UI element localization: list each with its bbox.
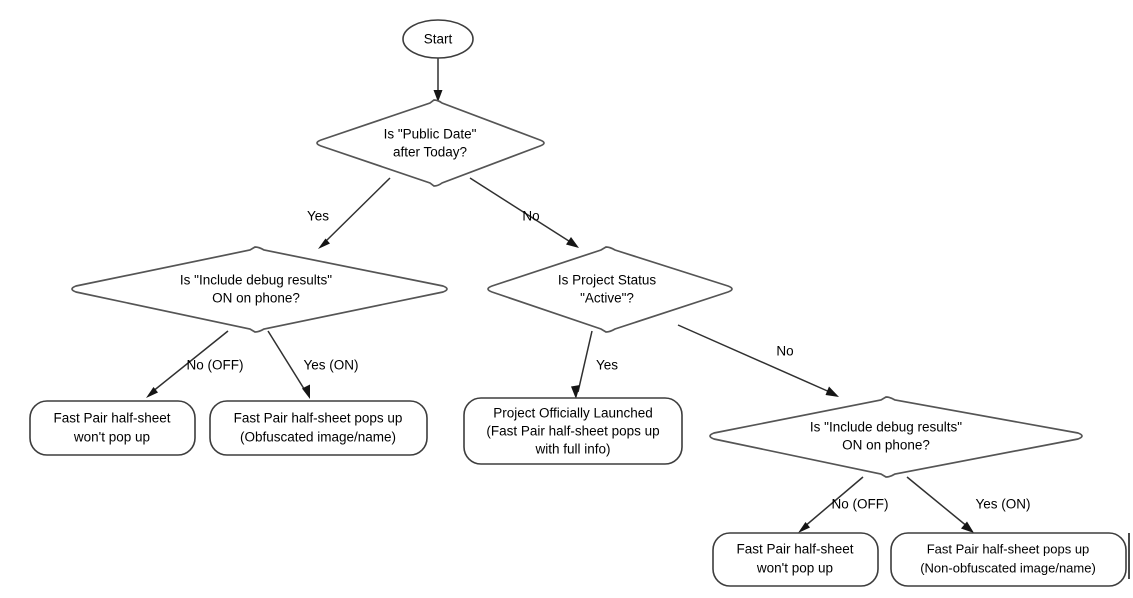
node-public-date-line-0: Is "Public Date": [384, 127, 477, 142]
node-obfuscated-popup[interactable]: Fast Pair half-sheet pops up (Obfuscated…: [209, 400, 428, 456]
edge-label-debug-right-no: No (OFF): [832, 497, 889, 512]
node-project-launched[interactable]: Project Officially Launched (Fast Pair h…: [463, 397, 683, 465]
node-start[interactable]: Start: [402, 19, 474, 59]
node-project-status-decision[interactable]: Is Project Status "Active"?: [487, 246, 733, 333]
node-non-obfuscated-line-1: (Non-obfuscated image/name): [920, 560, 1096, 575]
node-launched-line-2: with full info): [534, 442, 610, 457]
node-non-obfuscated-popup[interactable]: Fast Pair half-sheet pops up (Non-obfusc…: [890, 532, 1127, 587]
node-public-date-line-1: after Today?: [393, 145, 467, 160]
node-obfuscated-line-1: (Obfuscated image/name): [240, 430, 396, 445]
node-no-popup-left-line-0: Fast Pair half-sheet: [53, 411, 170, 426]
edge-debug-left-yes: Yes (ON): [267, 330, 359, 399]
node-debug-right-line-1: ON on phone?: [842, 438, 930, 453]
node-obfuscated-line-0: Fast Pair half-sheet pops up: [234, 411, 403, 426]
edge-label-debug-right-yes: Yes (ON): [975, 497, 1030, 512]
edge-public-date-no: No: [469, 177, 579, 248]
node-public-date-decision[interactable]: Is "Public Date" after Today?: [316, 99, 545, 187]
edge-project-status-yes: Yes: [571, 330, 618, 399]
node-debug-left-line-0: Is "Include debug results": [180, 273, 332, 288]
edge-debug-right-no: No (OFF): [798, 476, 889, 533]
node-launched-line-0: Project Officially Launched: [493, 406, 653, 421]
edge-label-public-date-yes: Yes: [307, 209, 329, 224]
node-debug-results-right-decision[interactable]: Is "Include debug results" ON on phone?: [709, 396, 1083, 478]
node-no-popup-left-line-1: won't pop up: [73, 430, 150, 445]
edge-public-date-yes: Yes: [307, 177, 391, 249]
node-no-popup-right[interactable]: Fast Pair half-sheet won't pop up: [712, 532, 879, 587]
node-launched-line-1: (Fast Pair half-sheet pops up: [486, 424, 659, 439]
node-start-line-0: Start: [424, 32, 453, 47]
node-project-status-line-0: Is Project Status: [558, 273, 657, 288]
edge-artifact-mark: [1128, 533, 1130, 579]
node-no-popup-right-line-0: Fast Pair half-sheet: [736, 542, 853, 557]
edge-label-project-status-no: No: [776, 344, 793, 359]
node-non-obfuscated-line-0: Fast Pair half-sheet pops up: [927, 541, 1090, 556]
node-no-popup-left[interactable]: Fast Pair half-sheet won't pop up: [29, 400, 196, 456]
edge-debug-right-yes: Yes (ON): [906, 476, 1031, 533]
edge-debug-left-no: No (OFF): [146, 330, 244, 398]
node-debug-results-left-decision[interactable]: Is "Include debug results" ON on phone?: [71, 246, 448, 333]
edge-project-status-no: No: [677, 324, 839, 397]
edge-label-public-date-no: No: [522, 209, 539, 224]
node-debug-right-line-0: Is "Include debug results": [810, 420, 962, 435]
node-no-popup-right-line-1: won't pop up: [756, 561, 833, 576]
edge-label-project-status-yes: Yes: [596, 358, 618, 373]
edge-start-to-public-date: [433, 58, 443, 102]
node-project-status-line-1: "Active"?: [580, 291, 634, 306]
edge-label-debug-left-yes: Yes (ON): [303, 358, 358, 373]
edge-label-debug-left-no: No (OFF): [187, 358, 244, 373]
node-debug-left-line-1: ON on phone?: [212, 291, 300, 306]
